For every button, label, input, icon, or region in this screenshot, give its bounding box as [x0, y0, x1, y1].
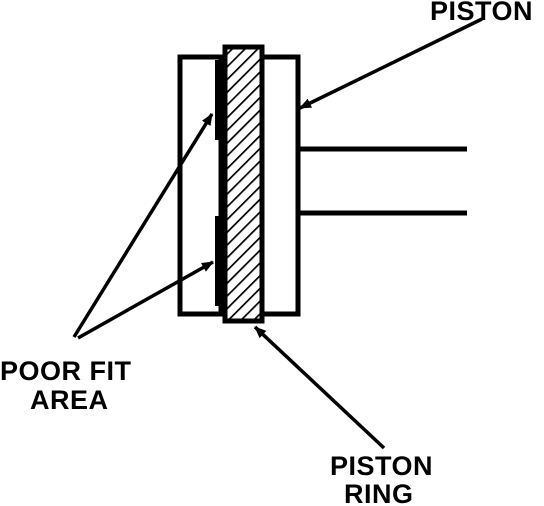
piston-leader-arrow: [299, 17, 483, 110]
poor-fit-gap-lower: [215, 216, 225, 306]
label-piston-ring-line1: PISTON: [330, 451, 433, 481]
cylinder-wall: [177, 54, 224, 317]
piston-ring-leader-arrow: [253, 325, 386, 450]
poor-fit-gap-upper: [215, 60, 225, 140]
label-piston: PISTON: [430, 0, 533, 26]
piston-body: [257, 54, 301, 317]
label-piston-ring-line2: RING: [344, 479, 414, 506]
poor-fit-leader-lower: [77, 260, 214, 340]
poor-fit-leader-upper: [72, 113, 214, 338]
label-poor-fit-line2: AREA: [30, 385, 109, 415]
piston-ring: [222, 44, 265, 324]
label-poor-fit-line1: POOR FIT: [0, 356, 132, 386]
